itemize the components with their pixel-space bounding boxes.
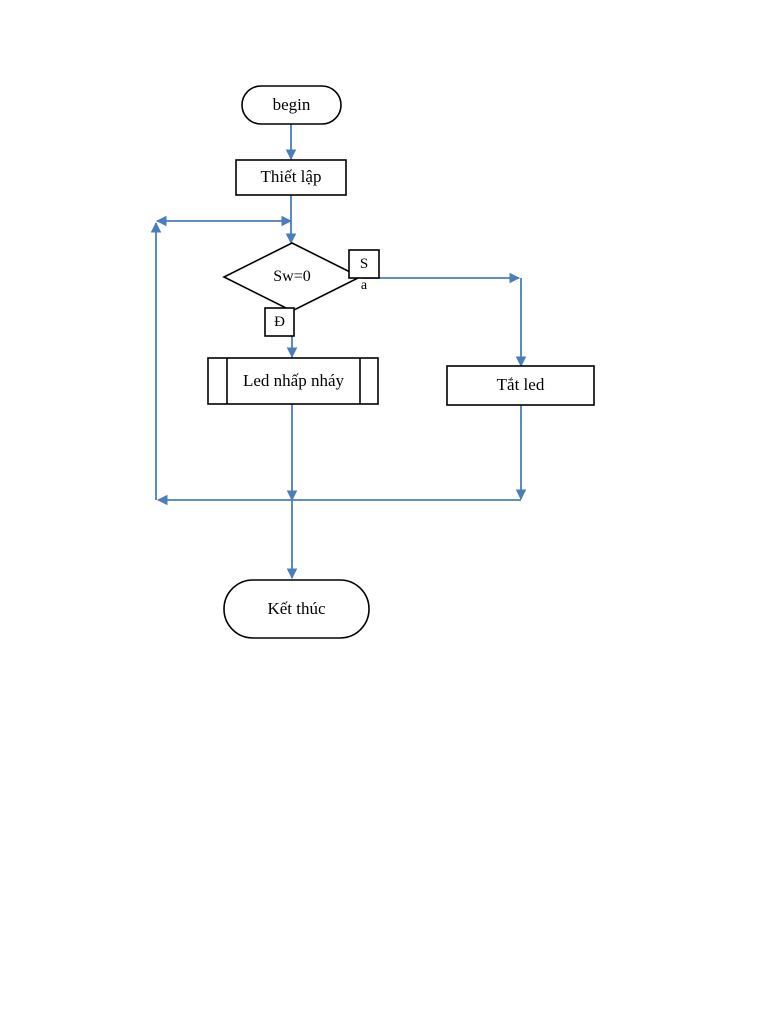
node-blink[interactable] — [207, 357, 379, 405]
node-end[interactable] — [223, 579, 370, 639]
branch-label-box-false — [348, 249, 380, 279]
branch-label-box-true — [264, 307, 295, 337]
node-setup[interactable] — [235, 159, 347, 196]
node-begin[interactable] — [241, 85, 342, 125]
node-decision[interactable] — [222, 242, 362, 312]
node-led-off[interactable] — [446, 365, 595, 406]
